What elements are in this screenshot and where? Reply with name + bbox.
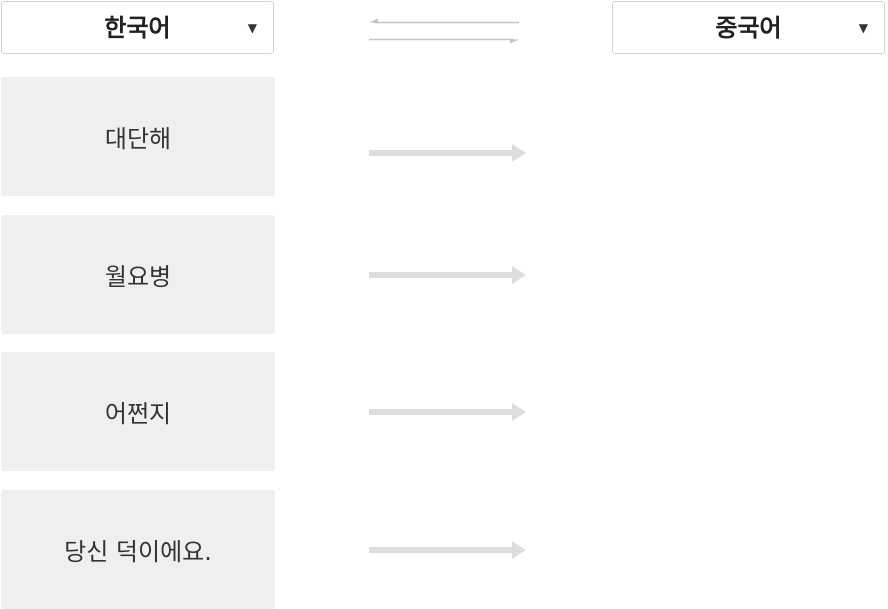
source-phrase-text: 대단해 bbox=[104, 125, 172, 153]
source-phrase-text: 월요병 bbox=[104, 263, 172, 291]
source-phrase-card[interactable]: 대단해 bbox=[1, 77, 275, 196]
arrow-right-icon bbox=[369, 144, 526, 162]
target-phrase-slot bbox=[612, 77, 885, 196]
source-phrase-card[interactable]: 월요병 bbox=[1, 215, 275, 334]
source-language-select[interactable]: 한국어 ▼ bbox=[1, 1, 274, 54]
source-phrase-card[interactable]: 당신 덕이에요. bbox=[1, 490, 275, 609]
source-phrase-card[interactable]: 어쩐지 bbox=[1, 352, 275, 471]
target-language-label: 중국어 bbox=[715, 14, 782, 42]
target-language-select[interactable]: 중국어 ▼ bbox=[612, 1, 885, 54]
target-phrase-slot bbox=[612, 215, 885, 334]
swap-arrows-icon bbox=[369, 18, 519, 44]
chevron-down-icon: ▼ bbox=[858, 21, 868, 35]
chevron-down-icon: ▼ bbox=[247, 21, 257, 35]
arrow-right-icon bbox=[369, 266, 526, 284]
arrow-right-icon bbox=[369, 541, 526, 559]
source-phrase-text: 당신 덕이에요. bbox=[64, 538, 212, 566]
source-language-label: 한국어 bbox=[104, 14, 171, 42]
swap-languages-button[interactable] bbox=[369, 14, 521, 44]
arrow-right-icon bbox=[369, 403, 526, 421]
target-phrase-slot bbox=[612, 490, 885, 609]
target-phrase-slot bbox=[612, 352, 885, 471]
source-phrase-text: 어쩐지 bbox=[104, 400, 172, 428]
